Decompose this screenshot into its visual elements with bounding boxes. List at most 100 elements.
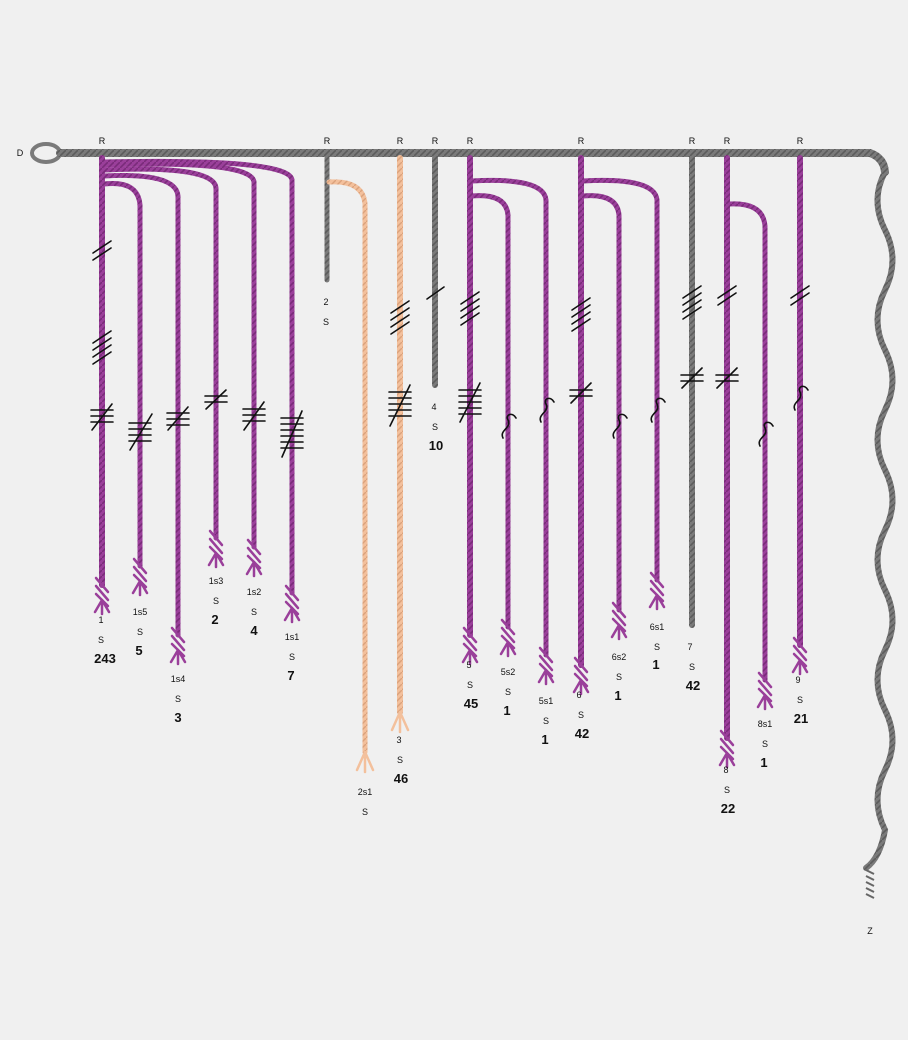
knot-cord-8s1-eight [758,421,774,447]
knot-cord-1s3 [204,389,228,410]
attach-marker-p5: R [467,136,474,146]
cord-label-6s2: 6s2 [612,652,627,662]
knot-cord-9-eight [793,385,809,411]
cord-label-9: 9 [795,675,800,685]
knot-cord-5-ones [458,382,482,423]
primary-cord-end-knot [865,869,875,899]
cord-1s1 [101,158,295,596]
knot-cord-1s2 [242,401,266,431]
cord-spin-6: S [578,710,584,720]
cord-ends [93,529,809,774]
cord-label-2s1: 2s1 [358,787,373,797]
knot-cord-7-ones [680,367,704,389]
knot-cord-9-tens [790,285,810,306]
cord-end-5 [461,626,479,666]
knot-cord-3-ones [388,384,412,427]
cord-1s2 [101,161,257,550]
cord-label-5s1: 5s1 [539,696,554,706]
cord-spin-8s1: S [762,739,768,749]
cord-end-1s2 [245,538,263,578]
attach-marker-p9: R [797,136,804,146]
cord-value-6s2: 1 [614,688,621,703]
attach-marker-p2: R [324,136,331,146]
cord-value-8s1: 1 [760,755,767,770]
cord-spin-2s1: S [362,807,368,817]
cord-label-1s2: 1s2 [247,587,262,597]
knot-cord-1s5 [128,413,153,451]
cord-value-5s2: 1 [503,703,510,718]
knot-cord-5s1-eight [539,397,555,423]
knot-cord-5s2-eight [501,413,517,439]
cord-value-6s1: 1 [652,657,659,672]
cord-5s1 [469,177,549,658]
cord-spin-5s2: S [505,687,511,697]
cord-end-1s5 [131,557,149,597]
cord-end-8s1 [756,671,774,711]
knot-cord-1s1 [280,410,304,458]
attach-marker-p6: R [578,136,585,146]
cord-5s2 [469,193,511,630]
cord-label-6s1: 6s1 [650,622,665,632]
cord-end-5s1 [537,646,555,686]
primary-cord: D Z [17,142,896,936]
cord-spin-1s3: S [213,596,219,606]
attach-marker-p1: R [99,136,106,146]
knot-cord-1-ones [90,403,114,431]
cords [99,155,803,755]
cord-label-8s1: 8s1 [758,719,773,729]
cord-end-1s1 [283,584,301,624]
cord-end-2s1 [355,750,375,774]
cord-value-1s2: 4 [250,623,258,638]
cord-spin-1s1: S [289,652,295,662]
knot-cord-5-tens [460,291,480,326]
knot-cord-7-tens [682,285,702,320]
knot-cord-4-tens [426,286,445,300]
cord-spin-8: S [724,785,730,795]
cord-end-1 [93,576,111,616]
cord-label-1s4: 1s4 [171,674,186,684]
knots [90,240,810,458]
cord-end-1s4 [169,626,187,666]
knot-cord-6s2-eight [612,413,628,439]
cord-value-1s3: 2 [211,612,218,627]
cord-label-1s1: 1s1 [285,632,300,642]
cord-label-6: 6 [576,690,581,700]
cord-end-6s1 [648,571,666,611]
cord-2s1 [326,179,368,755]
cord-label-5: 5 [466,660,471,670]
cord-spin-9: S [797,695,803,705]
cord-labels: 1 S 243 1s5 S 5 1s4 S 3 1s3 S 2 1s2 S 4 … [94,297,808,817]
knot-cord-6-ones [569,382,593,404]
cord-label-7: 7 [687,642,692,652]
cord-8s1 [726,201,768,683]
attach-marker-p7: R [689,136,696,146]
cord-6s1 [580,177,660,583]
knot-cord-1-hundreds [92,240,112,261]
knot-cord-3-tens [390,300,410,335]
primary-cord-tail [863,169,896,871]
cord-spin-3: S [397,755,403,765]
cord-end-8 [718,729,736,769]
knot-cord-1s4 [166,406,190,431]
cord-label-2: 2 [323,297,328,307]
cord-spin-7: S [689,662,695,672]
cord-end-1s3 [207,529,225,569]
cord-label-8: 8 [723,765,728,775]
cord-1s4 [101,172,181,638]
cord-end-6 [572,656,590,696]
cord-value-1s4: 3 [174,710,181,725]
cord-spin-6s2: S [616,672,622,682]
cord-value-1s5: 5 [135,643,142,658]
cord-spin-6s1: S [654,642,660,652]
attachment-markers: R R R R R R R R R [99,136,804,146]
cord-label-1s3: 1s3 [209,576,224,586]
primary-end-label: Z [867,926,873,936]
cord-1s3 [101,166,219,541]
knot-cord-6-tens [571,297,591,332]
cord-spin-1s2: S [251,607,257,617]
primary-start-label: D [17,148,24,158]
cord-spin-4: S [432,422,438,432]
cord-1s5 [101,180,143,569]
cord-end-5s2 [499,618,517,658]
